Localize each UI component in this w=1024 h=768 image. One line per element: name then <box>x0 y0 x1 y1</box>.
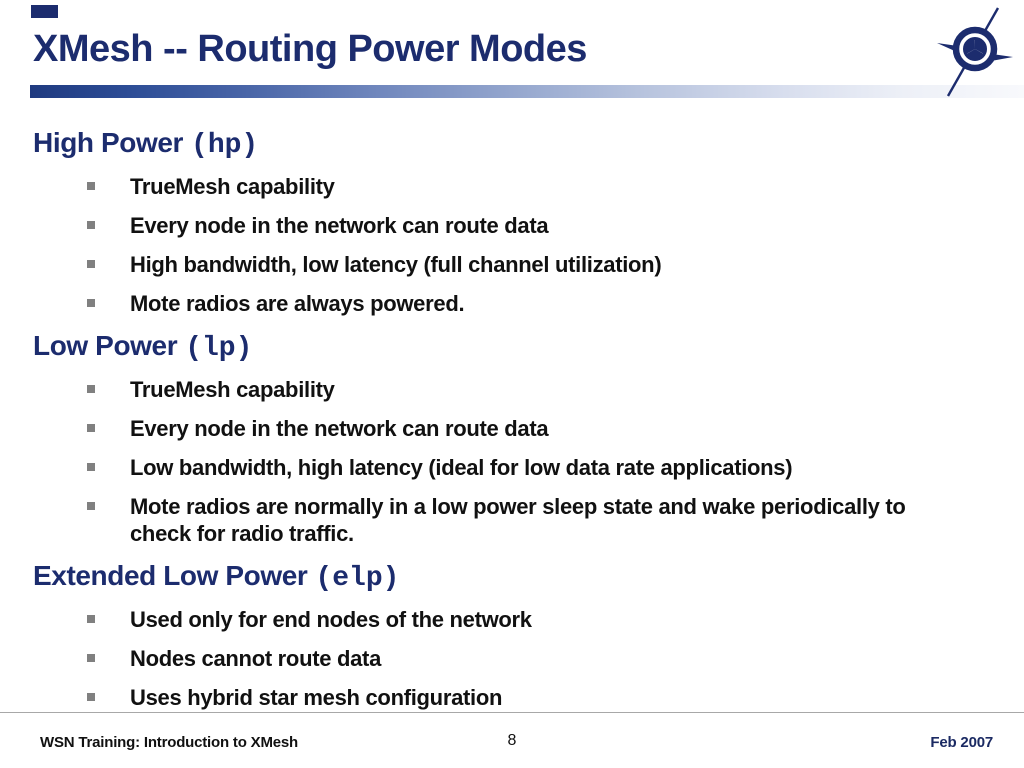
bullet-text: Low bandwidth, high latency (ideal for l… <box>130 455 793 480</box>
page-number: 8 <box>507 732 517 749</box>
bullet-text: Used only for end nodes of the network <box>130 607 532 632</box>
bullet-row: Mote radios are always powered. <box>33 290 996 317</box>
slide-title: XMesh -- Routing Power Modes <box>33 28 587 70</box>
section-heading-hp: High Power(hp) <box>33 126 996 163</box>
section-name: Extended Low Power <box>33 560 308 591</box>
bullet-row: TrueMesh capability <box>33 376 996 403</box>
section-name: Low Power <box>33 330 178 361</box>
section-heading-lp: Low Power(lp) <box>33 329 996 366</box>
bullet-square-icon <box>87 615 95 623</box>
bullet-square-icon <box>87 424 95 432</box>
section-low-power: Low Power(lp) TrueMesh capability Every … <box>33 329 996 547</box>
bullet-row: Used only for end nodes of the network <box>33 606 996 633</box>
bullet-row: Nodes cannot route data <box>33 645 996 672</box>
bullet-row: Every node in the network can route data <box>33 415 996 442</box>
bullet-square-icon <box>87 260 95 268</box>
bullet-row: Uses hybrid star mesh configuration <box>33 684 996 711</box>
section-mode-code: (elp) <box>315 563 400 594</box>
bullet-text: Every node in the network can route data <box>130 416 549 441</box>
footer-divider <box>0 712 1024 713</box>
bullet-text: Uses hybrid star mesh configuration <box>130 685 503 710</box>
bullet-text: TrueMesh capability <box>130 174 335 199</box>
bullet-text: TrueMesh capability <box>130 377 335 402</box>
slide-body: High Power(hp) TrueMesh capability Every… <box>33 126 996 723</box>
corner-accent-box <box>31 5 58 18</box>
crossbow-logo-icon <box>937 7 1013 97</box>
bullet-square-icon <box>87 221 95 229</box>
bullet-square-icon <box>87 654 95 662</box>
bullet-square-icon <box>87 502 95 510</box>
title-underline-bar <box>30 85 1024 98</box>
section-heading-elp: Extended Low Power(elp) <box>33 559 996 596</box>
bullet-square-icon <box>87 299 95 307</box>
section-name: High Power <box>33 127 184 158</box>
section-high-power: High Power(hp) TrueMesh capability Every… <box>33 126 996 317</box>
footer-left-text: WSN Training: Introduction to XMesh <box>40 734 298 751</box>
bullet-square-icon <box>87 693 95 701</box>
bullet-square-icon <box>87 182 95 190</box>
bullet-square-icon <box>87 385 95 393</box>
bullet-row: High bandwidth, low latency (full channe… <box>33 251 996 278</box>
section-mode-code: (lp) <box>185 333 253 364</box>
section-mode-code: (hp) <box>191 130 259 161</box>
bullet-text: Mote radios are normally in a low power … <box>130 494 906 546</box>
bullet-text: High bandwidth, low latency (full channe… <box>130 252 662 277</box>
bullet-text: Every node in the network can route data <box>130 213 549 238</box>
bullet-square-icon <box>87 463 95 471</box>
bullet-text: Mote radios are always powered. <box>130 291 465 316</box>
bullet-row: Every node in the network can route data <box>33 212 996 239</box>
footer-date: Feb 2007 <box>930 734 993 751</box>
bullet-row: Low bandwidth, high latency (ideal for l… <box>33 454 996 481</box>
bullet-row: TrueMesh capability <box>33 173 996 200</box>
bullet-row: Mote radios are normally in a low power … <box>33 493 996 547</box>
bullet-text: Nodes cannot route data <box>130 646 382 671</box>
section-extended-low-power: Extended Low Power(elp) Used only for en… <box>33 559 996 711</box>
